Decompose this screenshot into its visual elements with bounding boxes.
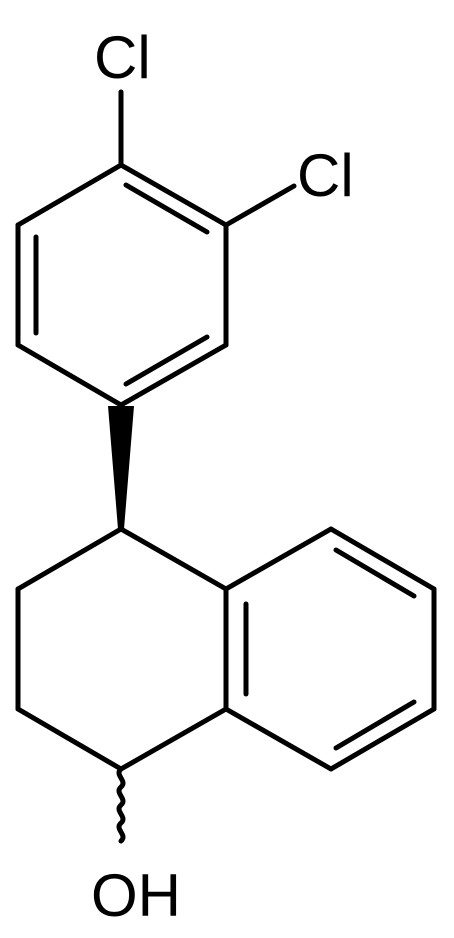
benzo-inner-bond-1 [333, 547, 417, 599]
benzo-bond-4 [328, 706, 437, 772]
bond-c2-c1-ring [15, 706, 124, 772]
wavy-bond-to-hydroxyl [116, 766, 126, 844]
benzo-ring [223, 526, 437, 772]
chlorine-substituents: Cl Cl [94, 24, 354, 228]
bond-c6-c1 [15, 162, 124, 228]
chlorine-right-label: Cl [297, 142, 354, 209]
benzo-bond-2 [328, 526, 437, 592]
benzo-bond-5 [223, 706, 334, 772]
chlorine-top-label: Cl [94, 24, 151, 91]
stereo-wedge-bond [108, 406, 134, 529]
tetrahydro-ring [15, 526, 229, 772]
bond-c4-c5 [15, 342, 124, 408]
bond-c1-c2 [118, 162, 229, 228]
hydroxyl-label: OH [91, 862, 181, 929]
benzo-inner-bond-2 [333, 699, 417, 751]
aromatic-inner-bond-2 [123, 334, 210, 387]
bond-c4a-c4 [118, 526, 229, 592]
benzo-bond-1 [223, 526, 334, 592]
bond-to-right-chlorine [223, 183, 297, 228]
bond-c3-c4 [118, 342, 229, 408]
bond-c4-c3-ring [15, 526, 124, 592]
dichlorophenyl-ring [15, 162, 229, 408]
bond-c1-c8a [118, 706, 229, 772]
aromatic-inner-bond-1 [123, 182, 210, 235]
